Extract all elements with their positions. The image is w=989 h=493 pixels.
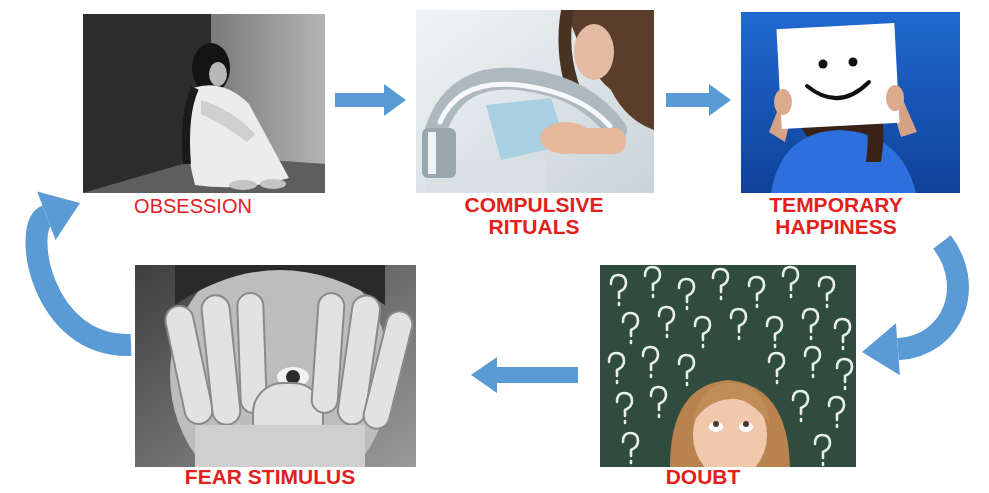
arrow-head — [37, 191, 80, 240]
photo-node: OBSESSION — [83, 14, 325, 217]
doubt-photo-part — [803, 309, 818, 339]
doubt-photo-part — [837, 359, 852, 389]
doubt-photo — [600, 265, 856, 479]
photo-frame — [416, 10, 654, 194]
doubt-photo-part — [709, 422, 723, 432]
photo-node: DOUBT — [600, 265, 856, 488]
doubt-photo-part — [609, 353, 624, 383]
arrow-head — [471, 357, 497, 393]
cycle-arrow — [36, 191, 131, 345]
arrow-head — [709, 84, 731, 116]
doubt-photo-part — [645, 267, 660, 297]
doubt-photo-part — [835, 319, 850, 349]
doubt-photo-part — [659, 307, 674, 337]
happiness-photo-part — [741, 12, 960, 193]
fear-photo-part — [286, 370, 300, 384]
arrow-head — [384, 84, 406, 116]
fear-photo — [135, 250, 416, 493]
happiness-photo-part — [771, 130, 916, 193]
compulsive-photo — [416, 10, 654, 193]
arrow-shaft — [36, 216, 131, 345]
doubt-photo-part — [692, 383, 770, 425]
doubt-photo-part — [739, 422, 753, 432]
doubt-photo-part — [749, 277, 764, 307]
arrow-shaft — [898, 242, 958, 349]
obsession-photo-part — [201, 100, 255, 142]
photo-node: COMPULSIVE RITUALS — [416, 10, 654, 238]
happiness-photo-part — [886, 85, 904, 111]
happiness-photo-part — [807, 82, 869, 98]
doubt-photo-part — [611, 275, 626, 305]
stage-caption: TEMPORARY HAPPINESS — [751, 194, 921, 238]
stage-caption: DOUBT — [603, 466, 803, 488]
arrow-head — [862, 323, 900, 375]
doubt-photo-part — [793, 391, 808, 421]
doubt-photo-part — [643, 347, 658, 377]
obsession-photo-part — [187, 85, 289, 187]
obsession-photo — [83, 14, 325, 193]
arrow-shaft — [335, 93, 384, 107]
photo-frame — [741, 12, 960, 194]
doubt-photo-part — [767, 317, 782, 347]
doubt-photo-part — [695, 317, 710, 347]
cycle-arrow — [862, 242, 958, 375]
doubt-photo-part — [679, 355, 694, 385]
cycle-arrow — [471, 357, 578, 393]
happiness-photo — [741, 12, 960, 193]
doubt-photo-part — [829, 397, 844, 427]
obsession-photo-part — [83, 14, 325, 193]
photo-frame — [83, 14, 325, 195]
obsession-photo-part — [186, 88, 195, 164]
doubt-photo-part — [679, 279, 694, 309]
happiness-photo-part — [774, 89, 792, 115]
doubt-photo-part — [623, 433, 638, 463]
arrow-shaft — [666, 93, 709, 107]
fear-photo-part — [195, 425, 365, 467]
photo-node: TEMPORARY HAPPINESS — [741, 12, 960, 238]
doubt-photo-part — [815, 435, 830, 465]
arrow-shaft — [497, 367, 578, 383]
obsession-photo-part — [229, 180, 257, 190]
doubt-photo-part — [617, 393, 632, 423]
doubt-photo-part — [731, 309, 746, 339]
photo-node: FEAR STIMULUS — [135, 265, 416, 488]
doubt-photo-part — [713, 421, 719, 427]
doubt-photo-part — [783, 267, 798, 297]
doubt-photo-part — [713, 269, 728, 299]
doubt-photo-part — [769, 353, 784, 383]
stage-caption: COMPULSIVE RITUALS — [449, 194, 619, 238]
cycle-arrow — [666, 84, 731, 116]
photo-frame — [135, 265, 416, 466]
happiness-photo-part — [819, 60, 828, 69]
doubt-photo-part — [743, 421, 749, 427]
stage-caption: OBSESSION — [93, 195, 293, 217]
doubt-photo-part — [651, 387, 666, 417]
obsession-photo-part — [260, 179, 286, 189]
compulsive-photo-part — [574, 24, 614, 80]
fear-photo-part-part — [361, 309, 415, 432]
compulsive-photo-part — [416, 10, 654, 193]
stage-caption: FEAR STIMULUS — [140, 466, 400, 488]
doubt-photo-part — [819, 277, 834, 307]
compulsive-photo-part — [566, 128, 626, 154]
doubt-photo-part — [805, 347, 820, 377]
cycle-arrow — [335, 84, 406, 116]
happiness-photo-part — [776, 23, 899, 129]
fear-photo-part-part — [200, 294, 241, 426]
compulsive-photo-part — [428, 132, 436, 174]
happiness-photo-part — [849, 58, 858, 67]
obsession-photo-part — [209, 62, 227, 86]
doubt-photo-part — [623, 313, 638, 343]
photo-frame — [600, 265, 856, 466]
compulsive-photo-part — [422, 128, 456, 178]
